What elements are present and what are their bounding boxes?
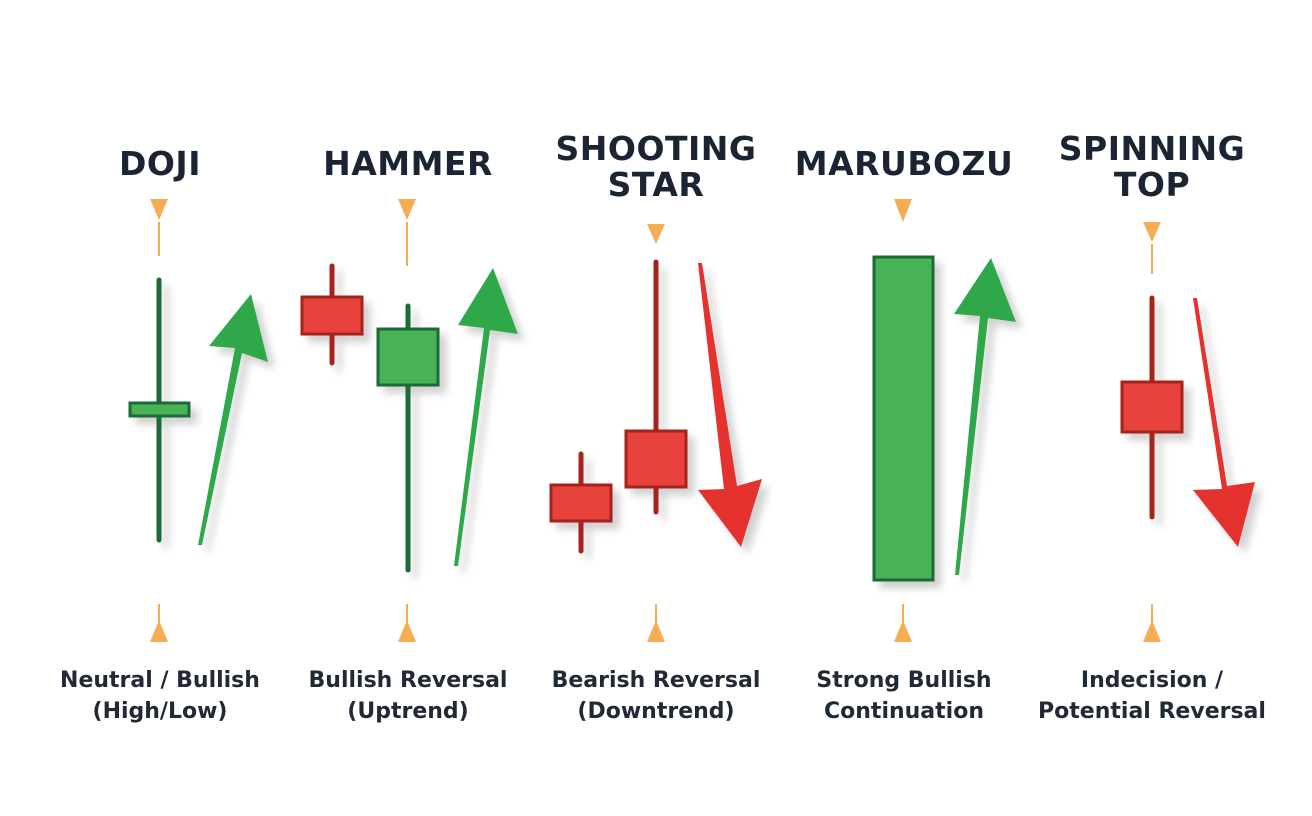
pattern-title-doji: DOJI [30, 146, 290, 182]
marubozu-candle [872, 255, 935, 582]
caption-line: Strong Bullish [816, 668, 992, 693]
pattern-title-shooting-star: SHOOTING STAR [526, 131, 786, 203]
pattern-caption-doji: Neutral / Bullish (High/Low) [30, 665, 290, 727]
pattern-caption-shooting-star: Bearish Reversal (Downtrend) [526, 665, 786, 727]
pointer-top-hammer [398, 199, 416, 266]
up-arrow-icon [198, 294, 268, 545]
pattern-title-spinning-top: SPINNING TOP [1022, 131, 1282, 203]
pattern-caption-spinning-top: Indecision / Potential Reversal [1022, 665, 1282, 727]
hammer-candle [376, 303, 440, 573]
shooting-star-small-candle [549, 451, 613, 554]
title-line: STAR [607, 165, 705, 204]
up-arrow-icon [954, 258, 1016, 575]
down-arrow-icon [1193, 298, 1255, 547]
title-line: SPINNING [1058, 129, 1246, 168]
caption-line: (Uptrend) [347, 699, 469, 724]
pointer-bottom-spinning-top [1143, 604, 1161, 642]
shooting-star-candle [624, 259, 688, 515]
down-arrow-icon [698, 263, 762, 547]
caption-line: Bullish Reversal [308, 668, 508, 693]
doji-candle [128, 277, 191, 543]
pointer-top-shooting-star [647, 224, 665, 244]
title-line: DOJI [118, 144, 201, 183]
title-line: MARUBOZU [794, 144, 1014, 183]
hammer-bearish-candle [300, 263, 364, 366]
pointer-bottom-shooting-star [647, 604, 665, 642]
pointer-top-doji [150, 199, 168, 256]
caption-line: Neutral / Bullish [60, 668, 260, 693]
title-line: HAMMER [323, 144, 493, 183]
caption-line: Potential Reversal [1038, 699, 1266, 724]
caption-line: Continuation [824, 699, 984, 724]
caption-line: Indecision / [1080, 668, 1224, 693]
pointer-bottom-hammer [398, 604, 416, 642]
pattern-caption-hammer: Bullish Reversal (Uptrend) [278, 665, 538, 727]
pointer-bottom-doji [150, 604, 168, 642]
pattern-caption-marubozu: Strong Bullish Continuation [774, 665, 1034, 727]
caption-line: (Downtrend) [577, 699, 735, 724]
pointer-top-marubozu [894, 199, 912, 222]
pattern-title-hammer: HAMMER [278, 146, 538, 182]
up-arrow-icon [454, 268, 518, 566]
pointer-bottom-marubozu [894, 604, 912, 642]
pattern-title-marubozu: MARUBOZU [774, 146, 1034, 182]
pointer-top-spinning-top [1143, 222, 1161, 274]
caption-line: Bearish Reversal [551, 668, 761, 693]
title-line: TOP [1113, 165, 1191, 204]
doji-body [128, 401, 191, 418]
title-line: SHOOTING [555, 129, 757, 168]
spinning-top-candle [1120, 295, 1184, 520]
caption-line: (High/Low) [92, 699, 228, 724]
